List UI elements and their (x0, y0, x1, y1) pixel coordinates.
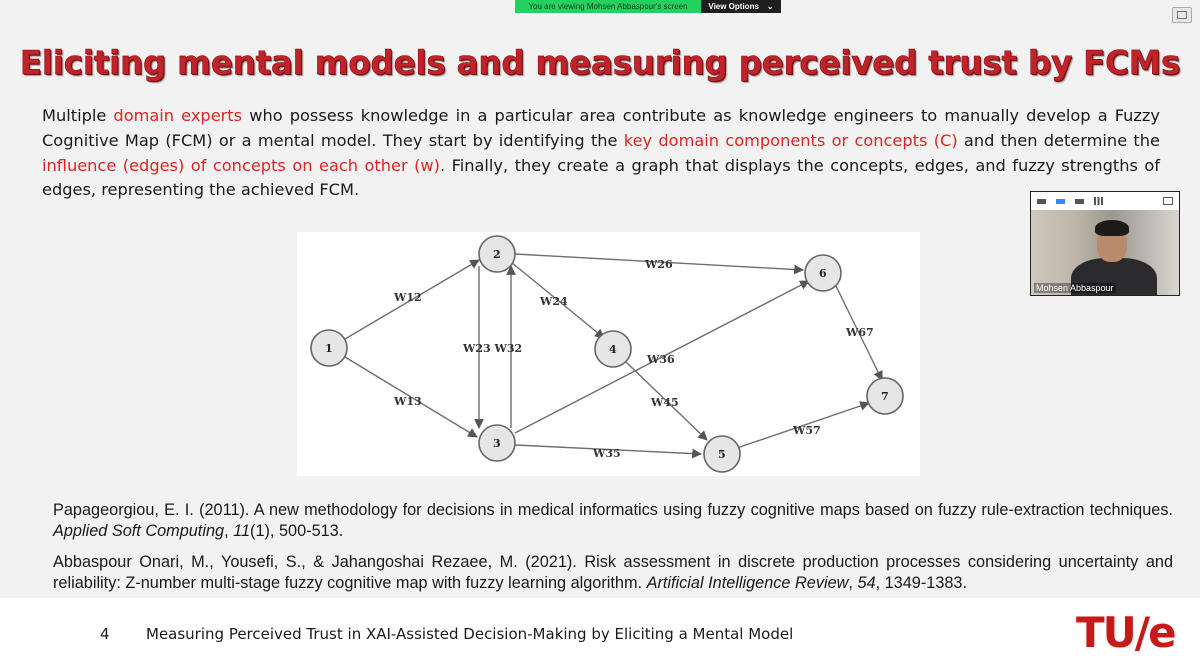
node-3: 3 (478, 424, 516, 462)
intro-text-3: and then determine the (957, 130, 1160, 150)
edge-1-2 (344, 259, 480, 340)
references: Papageorgiou, E. I. (2011). A new method… (53, 500, 1173, 604)
reference-1-journal: Applied Soft Computing (53, 521, 225, 540)
video-toolbar (1031, 192, 1179, 210)
slide-title: Eliciting mental models and measuring pe… (19, 44, 1181, 83)
fcm-graph-svg: 1 2 3 4 5 6 7 W12 W13 W23 W32 W24 (310, 235, 904, 473)
strip-view-icon[interactable] (1075, 198, 1084, 204)
node-2: 2 (478, 235, 516, 273)
svg-text:3: 3 (493, 437, 501, 450)
edge-label-w36: W36 (646, 353, 675, 366)
intro-text-2: who possess knowledge in a particular ar… (42, 106, 1160, 150)
viewing-screen-label: You are viewing Mohsen Abbaspour's scree… (515, 0, 701, 13)
participant-body (1071, 258, 1157, 295)
screen-share-banner: You are viewing Mohsen Abbaspour's scree… (515, 0, 781, 13)
intro-paragraph: Multiple domain experts who possess know… (42, 104, 1160, 203)
minimize-icon[interactable] (1037, 198, 1046, 204)
edge-1-3 (344, 356, 478, 438)
intro-highlight-domain-experts: domain experts (113, 106, 243, 125)
svg-text:7: 7 (881, 390, 889, 403)
reference-1-pages: (1), 500-513. (250, 521, 344, 540)
reference-1-sep: , (224, 521, 234, 540)
page-number: 4 (100, 625, 110, 643)
view-options-button[interactable]: View Options ⌄ (701, 0, 781, 13)
node-1: 1 (310, 329, 348, 367)
intro-text-4: . Finally, they create a graph that disp… (42, 155, 1160, 200)
intro-highlight-concepts: key domain components or concepts (C) (623, 130, 958, 150)
reference-2-text: Abbaspour Onari, M., Yousefi, S., & Jaha… (53, 553, 1173, 592)
svg-text:1: 1 (325, 342, 333, 355)
reference-1: Papageorgiou, E. I. (2011). A new method… (53, 500, 1173, 541)
edge-6-7 (834, 283, 883, 381)
edge-label-w26: W26 (644, 258, 673, 271)
participant-video-tile[interactable]: Mohsen Abbaspour (1030, 191, 1180, 296)
reference-2-volume: 54 (857, 573, 876, 592)
edge-label-w67: W67 (845, 326, 874, 339)
reference-2-pages: , 1349-1383. (875, 573, 968, 592)
edge-3-5 (514, 444, 702, 459)
edge-3-6 (514, 280, 810, 434)
edge-label-w45: W45 (650, 396, 679, 409)
slide-footer: 4 Measuring Perceived Trust in XAI-Assis… (0, 598, 1200, 671)
svg-text:6: 6 (819, 267, 827, 280)
fcm-diagram: 1 2 3 4 5 6 7 W12 W13 W23 W32 W24 (297, 232, 920, 476)
footer-title: Measuring Perceived Trust in XAI-Assiste… (146, 625, 794, 643)
video-feed (1031, 210, 1179, 295)
reference-1-volume: 11 (233, 521, 251, 540)
node-7: 7 (866, 377, 904, 415)
edge-label-w35: W35 (592, 447, 621, 460)
reference-2-sep: , (848, 573, 858, 592)
reference-2: Abbaspour Onari, M., Yousefi, S., & Jaha… (53, 552, 1173, 593)
node-4: 4 (594, 330, 632, 368)
participant-hair (1095, 220, 1129, 236)
participant-name: Mohsen Abbaspour (1034, 283, 1116, 293)
tue-logo: TU/e (1076, 608, 1177, 657)
reference-1-text: Papageorgiou, E. I. (2011). A new method… (53, 501, 1173, 519)
edge-2-6 (514, 253, 804, 275)
intro-highlight-edges: influence (edges) of concepts on each ot… (42, 155, 440, 175)
edge-2-4 (510, 261, 605, 339)
view-options-label: View Options (708, 2, 759, 11)
intro-text-1: Multiple (42, 106, 114, 125)
gallery-view-icon[interactable] (1094, 197, 1103, 205)
speaker-view-icon[interactable] (1056, 198, 1065, 204)
edge-label-w24: W24 (539, 295, 568, 308)
edge-label-w12: W12 (393, 291, 422, 304)
edge-5-7 (736, 401, 870, 449)
node-6: 6 (804, 254, 842, 292)
svg-text:5: 5 (718, 448, 726, 461)
node-5: 5 (703, 435, 741, 473)
edge-4-5 (624, 360, 708, 441)
reference-2-journal: Artificial Intelligence Review (646, 573, 849, 592)
edge-label-w57: W57 (792, 424, 821, 437)
svg-text:4: 4 (609, 343, 617, 356)
edge-label-w13: W13 (393, 395, 422, 408)
svg-text:2: 2 (493, 248, 501, 261)
fullscreen-icon[interactable] (1172, 7, 1192, 23)
maximize-icon[interactable] (1163, 197, 1173, 205)
chevron-down-icon: ⌄ (766, 2, 774, 11)
edge-label-w23-w32: W23 W32 (462, 342, 522, 355)
